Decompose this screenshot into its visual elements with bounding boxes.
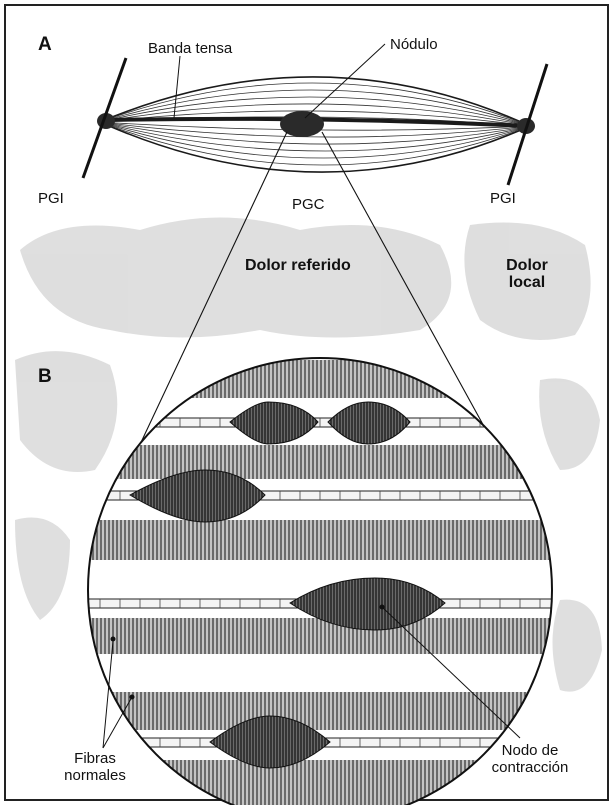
label-normal-fibers: Fibras normales xyxy=(40,750,150,784)
label-pgc: PGC xyxy=(292,196,325,213)
panel-b-letter: B xyxy=(38,368,52,385)
label-taut-band: Banda tensa xyxy=(148,40,232,57)
label-contraction-knot-line2: contracción xyxy=(470,759,590,776)
label-local-pain-line2: local xyxy=(492,274,562,291)
panel-a-letter: A xyxy=(38,36,52,53)
label-referred-pain: Dolor referido xyxy=(245,257,351,274)
label-normal-fibers-line2: normales xyxy=(40,767,150,784)
label-pgi-left: PGI xyxy=(38,190,64,207)
label-pgi-right: PGI xyxy=(490,190,516,207)
label-contraction-knot-line1: Nodo de xyxy=(470,742,590,759)
label-contraction-knot: Nodo de contracción xyxy=(470,742,590,776)
label-nodule: Nódulo xyxy=(390,36,438,53)
label-local-pain-line1: Dolor xyxy=(492,257,562,274)
label-normal-fibers-line1: Fibras xyxy=(40,750,150,767)
label-local-pain: Dolor local xyxy=(492,257,562,291)
